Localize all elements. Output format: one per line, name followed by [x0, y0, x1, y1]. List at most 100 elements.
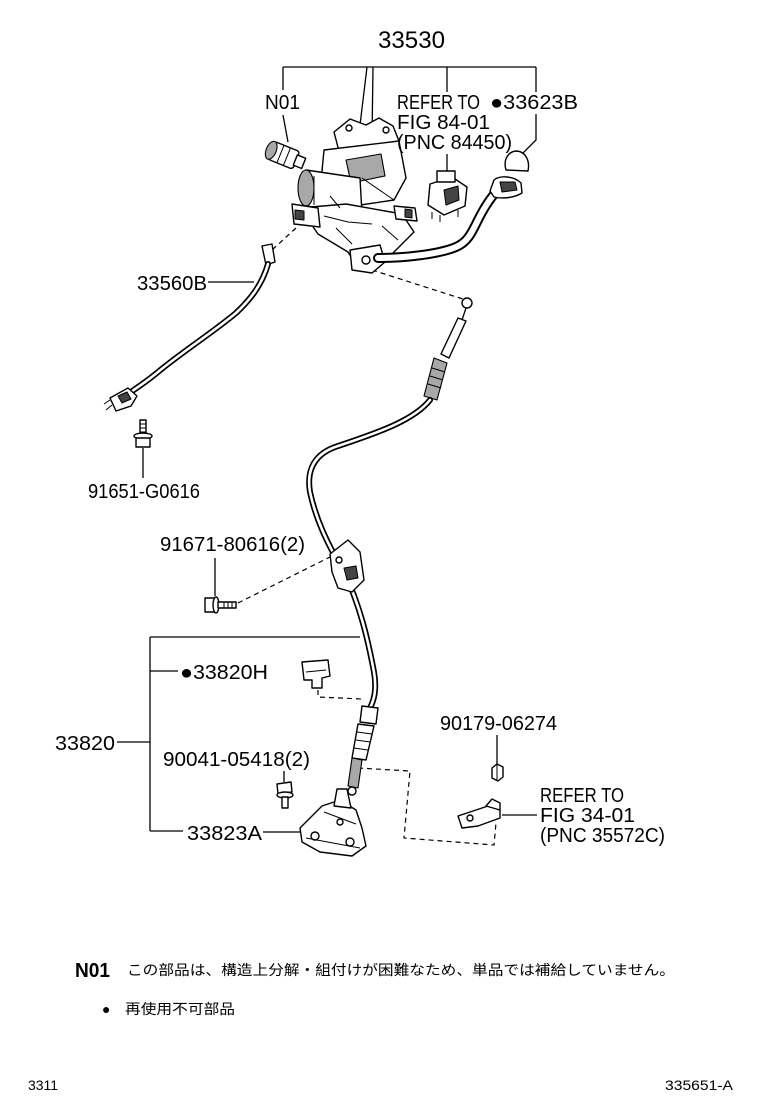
callout-90041-05418[interactable]: 90041-05418(2)	[163, 749, 310, 771]
cable-33560b-drawing	[103, 243, 276, 412]
callout-33820[interactable]: 33820	[55, 733, 115, 755]
bracket-hole	[466, 814, 474, 822]
left-connector-latch	[294, 209, 305, 221]
bolt-hex-head	[135, 437, 151, 448]
switch-shading	[443, 185, 460, 206]
n01-ribs	[276, 145, 291, 166]
cable-clamp-grommet	[343, 565, 359, 581]
cable-end-eye	[347, 786, 357, 796]
bolt-90041-drawing	[276, 781, 294, 809]
page-footer: 3311 335651-A	[28, 1077, 734, 1093]
switch-pins	[431, 210, 459, 222]
bolt-threads	[223, 602, 233, 608]
lower-boot-ribs	[353, 731, 373, 751]
bolt-hex-head	[276, 781, 293, 795]
switch-fig84-drawing	[427, 170, 468, 222]
leader-33820-bracket	[117, 636, 360, 832]
knob-33623b-drawing	[504, 150, 530, 172]
cable-end-rod	[347, 757, 363, 789]
refer-fig84-line1[interactable]: REFER TO	[397, 92, 480, 114]
figure-number: 3311	[28, 1077, 58, 1093]
footnotes: N01 この部品は、構造上分解・組付けが困難なため、単品では補給していません。 …	[75, 960, 675, 1017]
note-bullet-symbol: ●	[102, 1001, 110, 1017]
cable-adjuster-sleeve	[423, 357, 448, 401]
gate-slot	[345, 153, 386, 184]
connector-pins	[103, 399, 113, 411]
cable-clamp-hole	[335, 556, 343, 564]
bolt-91671-drawing	[204, 596, 237, 614]
refer-fig34-line2[interactable]: FIG 34-01	[540, 805, 635, 827]
callout-90179-06274[interactable]: 90179-06274	[440, 713, 557, 735]
note-n01-text: この部品は、構造上分解・組付けが困難なため、単品では補給していません。	[127, 962, 675, 978]
cable-33560b-body	[126, 262, 270, 396]
illustration-id: 335651-A	[665, 1077, 734, 1093]
leader-lines	[117, 66, 537, 833]
switch-connector	[436, 170, 456, 183]
clip-33820h-drawing	[301, 659, 331, 689]
refer-fig34-line3[interactable]: (PNC 35572C)	[540, 825, 665, 847]
shift-lever-rod-drawing	[373, 176, 523, 263]
knob-cap	[504, 150, 530, 172]
nut-90179-drawing	[491, 763, 504, 782]
connector-shading	[117, 391, 132, 404]
callout-91651-g0616[interactable]: 91651-G0616	[88, 481, 200, 503]
bolt-91651-drawing	[133, 419, 153, 448]
lever-grip-shading	[499, 181, 518, 193]
clip-plate	[301, 659, 331, 689]
bolt-shank	[281, 796, 289, 809]
bracket-hole	[336, 818, 344, 826]
callout-33530[interactable]: 33530	[378, 27, 445, 54]
leader-33530-to-knob	[522, 67, 537, 154]
refer-fig34-line1[interactable]: REFER TO	[540, 785, 624, 807]
callout-33823a[interactable]: 33823A	[187, 823, 263, 845]
cable-lower-boot	[351, 723, 375, 761]
bolt-threads	[140, 423, 146, 433]
callout-33623b[interactable]: ●33623B	[490, 92, 578, 114]
adjuster-ribs	[427, 367, 446, 389]
callout-91671-80616[interactable]: 91671-80616(2)	[160, 534, 305, 556]
cable-top-eye	[461, 297, 473, 309]
lever-rod-body	[375, 187, 501, 261]
callout-n01[interactable]: N01	[265, 92, 300, 114]
refer-fig84-line2[interactable]: FIG 84-01	[397, 112, 490, 134]
solenoid-end-cap	[297, 169, 315, 207]
bracket-stud-tab	[485, 798, 501, 811]
callout-33560b[interactable]: 33560B	[137, 273, 207, 295]
refer-fig84-line3[interactable]: (PNC 84450)	[397, 132, 512, 154]
dashed-bolt-to-cable-clamp	[237, 556, 331, 604]
shift-lever-assembly-drawing	[291, 117, 418, 274]
left-harness-connector	[291, 203, 321, 228]
cable-lower-sleeve	[359, 705, 379, 725]
assembly-dashed-lines	[237, 227, 497, 846]
bracket-33823a-drawing	[299, 788, 367, 857]
cable-upper-boot	[440, 317, 467, 359]
housing-detail-lines	[313, 176, 399, 245]
bracket-l-plate	[457, 805, 501, 829]
mount-tab-hole	[361, 255, 371, 265]
right-connector-latch	[404, 208, 413, 219]
callout-33820h[interactable]: ●33820H	[180, 662, 268, 684]
bracket-cable-ear	[333, 788, 352, 809]
n01-terminal	[292, 154, 307, 170]
note-n01-code: N01	[75, 960, 110, 982]
clip-fold-line	[305, 669, 327, 673]
shift-cable-33820-drawing	[306, 297, 473, 796]
bracket-hole	[382, 126, 390, 134]
bolt-shank	[217, 601, 237, 609]
n01-end-cap	[264, 140, 278, 160]
bracket-fig34-drawing	[457, 798, 501, 829]
dashed-cable-end-to-bracket	[357, 767, 497, 846]
bracket-hole	[345, 837, 355, 847]
cable-33560b-top-connector	[261, 243, 276, 266]
cable-outer-body	[307, 398, 432, 710]
cable-top-rod	[461, 307, 467, 321]
bracket-bend-lines	[305, 811, 361, 849]
callout-labels: 33530 N01 REFER TO ●33623B FIG 84-01 (PN…	[55, 27, 665, 847]
leader-33530-to-n01	[282, 67, 289, 143]
dashed-housing-to-cable-33560b	[271, 227, 297, 251]
dashed-clip-to-cable	[317, 690, 363, 700]
n01-part-drawing	[264, 140, 307, 170]
dashed-housing-to-shift-cable	[371, 269, 467, 301]
